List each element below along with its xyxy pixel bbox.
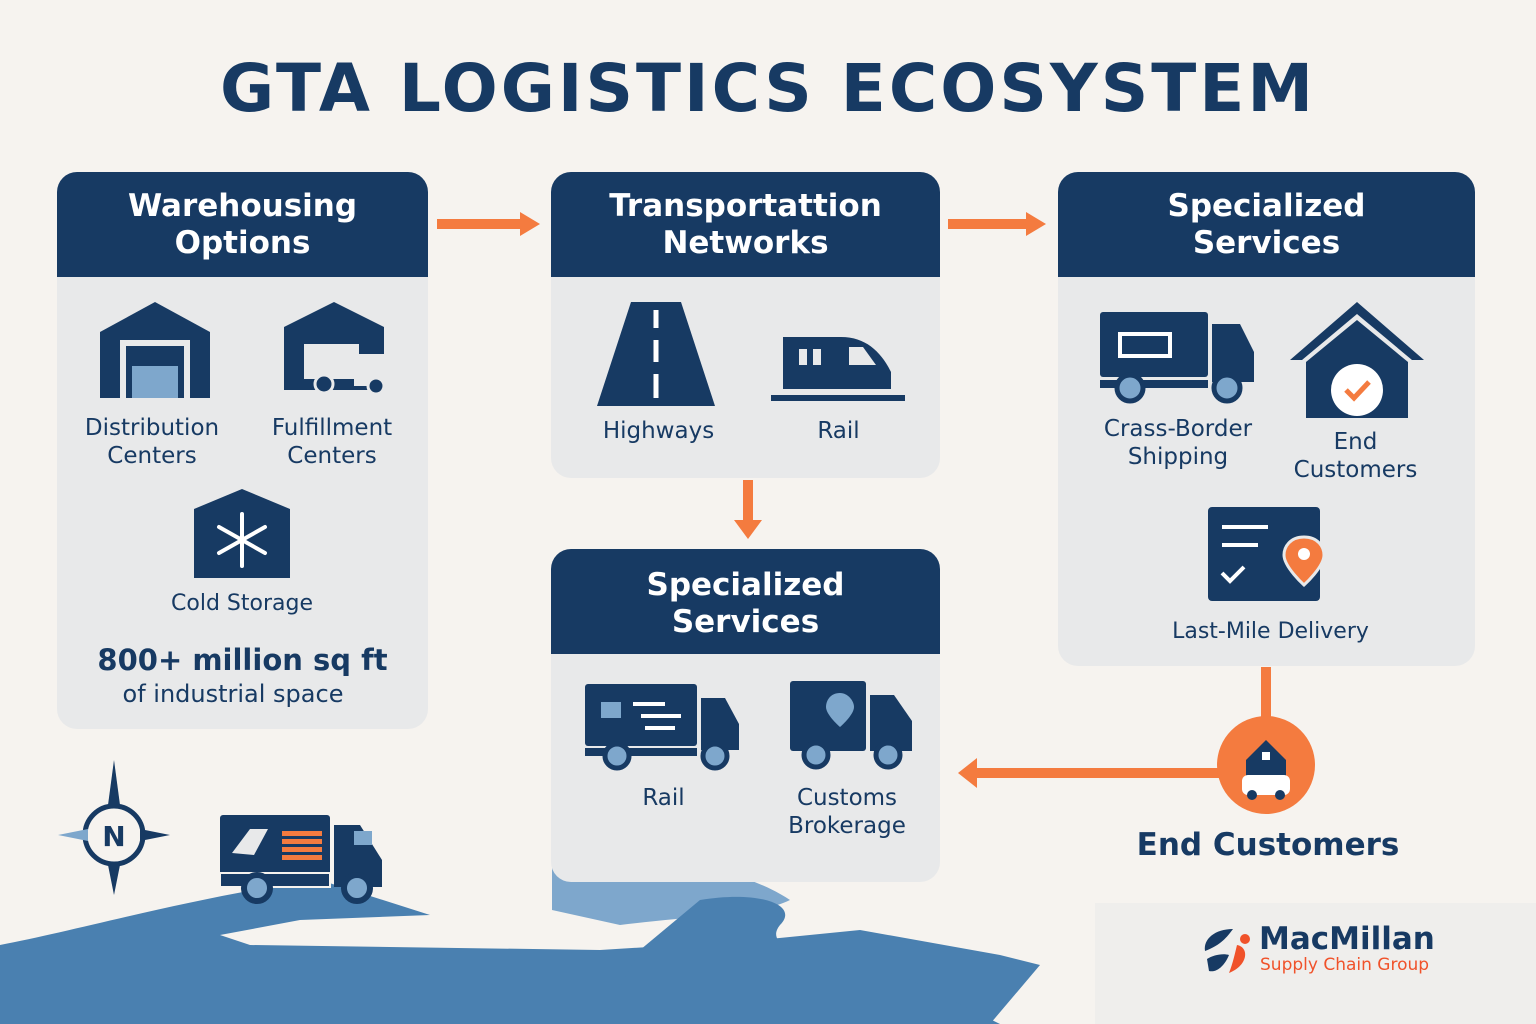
arrow-transport-to-specialized	[948, 212, 1046, 236]
header-line: Transportattion	[609, 188, 882, 224]
header-line: Specialized	[646, 567, 845, 603]
logo-tagline: Supply Chain Group	[1260, 955, 1430, 975]
delivery-truck-icon	[219, 815, 382, 904]
industrial-space-stat: 800+ million sq ft	[97, 643, 388, 677]
arrow-to-end-customers	[958, 667, 1271, 788]
header-line: Specialized	[1167, 188, 1366, 224]
rail-service-label: Rail	[642, 785, 685, 811]
header-line: Networks	[662, 225, 829, 261]
label-line: Fulfillment	[271, 415, 393, 441]
end-customers-label: End Customers	[1136, 827, 1400, 863]
truck-icon	[585, 684, 739, 771]
label-line: Customers	[1293, 457, 1418, 483]
compass-north-label: N	[102, 820, 125, 853]
home-check-icon	[1290, 302, 1424, 418]
label-line: Crass-Border	[1103, 416, 1253, 442]
logo-panel: MacMillan Supply Chain Group	[1095, 903, 1536, 1024]
macmillan-logo-mark	[1204, 929, 1250, 973]
label-line: Shipping	[1127, 444, 1229, 470]
highways-label: Highways	[602, 418, 715, 444]
truck-pin-icon	[790, 681, 912, 770]
last-mile-delivery-label: Last-Mile Delivery	[1172, 619, 1369, 644]
header-line: Services	[671, 604, 820, 640]
warehouse-icon	[100, 302, 210, 398]
cold-storage-label: Cold Storage	[171, 591, 313, 616]
train-icon	[771, 337, 905, 401]
end-customers-icon	[1217, 716, 1315, 814]
delivery-checklist-icon	[1208, 507, 1326, 601]
fulfillment-icon	[284, 302, 389, 396]
header-line: Options	[174, 225, 311, 261]
arrow-transport-down	[734, 480, 762, 539]
label-line: Centers	[107, 443, 197, 469]
label-line: Brokerage	[788, 813, 906, 839]
page-title: GTA LOGISTICS ECOSYSTEM	[219, 50, 1317, 127]
logo-name: MacMillan	[1259, 921, 1435, 957]
header-line: Warehousing	[127, 188, 358, 224]
industrial-space-caption: of industrial space	[122, 680, 344, 708]
label-line: Centers	[287, 443, 377, 469]
compass-icon: N	[58, 760, 170, 895]
truck-icon	[1100, 312, 1254, 404]
label-line: End	[1333, 429, 1378, 455]
arrow-warehousing-to-transport	[437, 212, 540, 236]
header-line: Services	[1192, 225, 1341, 261]
rail-label: Rail	[817, 418, 860, 444]
label-line: Customs	[796, 785, 898, 811]
label-line: Distribution	[84, 415, 220, 441]
snowflake-icon	[194, 489, 290, 578]
highway-icon	[597, 302, 715, 406]
